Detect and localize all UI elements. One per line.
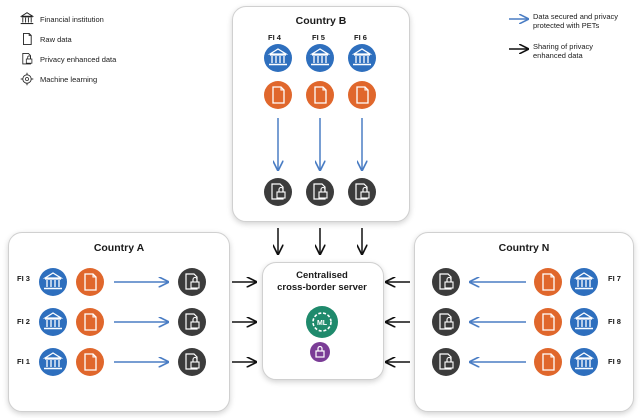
fi-7-raw-data-icon: [534, 268, 562, 296]
fi-5-privacy-data-icon: [306, 178, 334, 206]
lock-document-icon: [20, 52, 34, 66]
fi-4-raw-data-icon: [264, 81, 292, 109]
fi-9-label: FI 9: [608, 357, 621, 366]
legend-black-arrow-text: Sharing of privacy enhanced data: [533, 42, 593, 60]
fi-2-label: FI 2: [17, 317, 30, 326]
fi-6-bank-icon: [348, 44, 376, 72]
server-title-line2: cross-border server: [277, 282, 367, 293]
fi-8-raw-data-icon: [534, 308, 562, 336]
server-lock-icon: [310, 342, 330, 362]
fi-1-privacy-data-icon: [178, 348, 206, 376]
fi-8-privacy-data-icon: [432, 308, 460, 336]
fi-1-raw-data-icon: [76, 348, 104, 376]
fi-2-bank-icon: [39, 308, 67, 336]
fi-7-label: FI 7: [608, 274, 621, 283]
nodes-layer: ML: [39, 44, 598, 376]
fi-4-privacy-data-icon: [264, 178, 292, 206]
fi-8-label: FI 8: [608, 317, 621, 326]
legend-black-arrow-line1: Sharing of privacy: [533, 42, 594, 51]
fi-8-bank-icon: [570, 308, 598, 336]
legend-financial-institution-label: Financial institution: [40, 14, 104, 24]
fi-5-bank-icon: [306, 44, 334, 72]
fi-9-privacy-data-icon: [432, 348, 460, 376]
document-icon: [20, 32, 34, 46]
legend-machine-learning: Machine learning: [20, 72, 97, 86]
legend-privacy-enhanced-data-label: Privacy enhanced data: [40, 54, 117, 64]
fi-3-privacy-data-icon: [178, 268, 206, 296]
fi-7-bank-icon: [570, 268, 598, 296]
fi-5-raw-data-icon: [306, 81, 334, 109]
legend-machine-learning-label: Machine learning: [40, 74, 98, 84]
fi-2-privacy-data-icon: [178, 308, 206, 336]
fi-1-label: FI 1: [17, 357, 30, 366]
server-machine-learning-icon: ML: [306, 306, 338, 338]
country-n-title: Country N: [498, 242, 550, 254]
server-ml-label: ML: [317, 320, 328, 327]
machine-learning-icon: [20, 72, 34, 86]
legend-raw-data-label: Raw data: [40, 34, 72, 44]
legend-black-arrow-icon: [508, 41, 530, 57]
country-a-title: Country A: [93, 242, 145, 254]
fi-1-bank-icon: [39, 348, 67, 376]
fi-5-label: FI 5: [312, 33, 325, 42]
arrows-layer: [114, 118, 526, 362]
server-title: Centralised cross-border server: [262, 270, 382, 294]
fi-3-raw-data-icon: [76, 268, 104, 296]
fi-9-bank-icon: [570, 348, 598, 376]
legend-blue-arrow-line1: Data secured and privacy: [533, 12, 619, 21]
legend-blue-arrow-icon: [508, 11, 530, 27]
fi-2-raw-data-icon: [76, 308, 104, 336]
country-b-title: Country B: [295, 15, 347, 27]
server-title-line1: Centralised: [296, 270, 348, 281]
fi-3-bank-icon: [39, 268, 67, 296]
legend-raw-data: Raw data: [20, 32, 72, 46]
legend-privacy-enhanced-data: Privacy enhanced data: [20, 52, 116, 66]
legend-blue-arrow-text: Data secured and privacy protected with …: [533, 12, 618, 30]
fi-6-privacy-data-icon: [348, 178, 376, 206]
fi-6-label: FI 6: [354, 33, 367, 42]
bank-icon: [20, 12, 34, 26]
fi-4-bank-icon: [264, 44, 292, 72]
fi-4-label: FI 4: [268, 33, 281, 42]
legend-blue-arrow-line2: protected with PETs: [533, 21, 600, 30]
fi-3-label: FI 3: [17, 274, 30, 283]
legend-black-arrow-line2: enhanced data: [533, 51, 583, 60]
legend-financial-institution: Financial institution: [20, 12, 104, 26]
fi-7-privacy-data-icon: [432, 268, 460, 296]
fi-6-raw-data-icon: [348, 81, 376, 109]
fi-9-raw-data-icon: [534, 348, 562, 376]
